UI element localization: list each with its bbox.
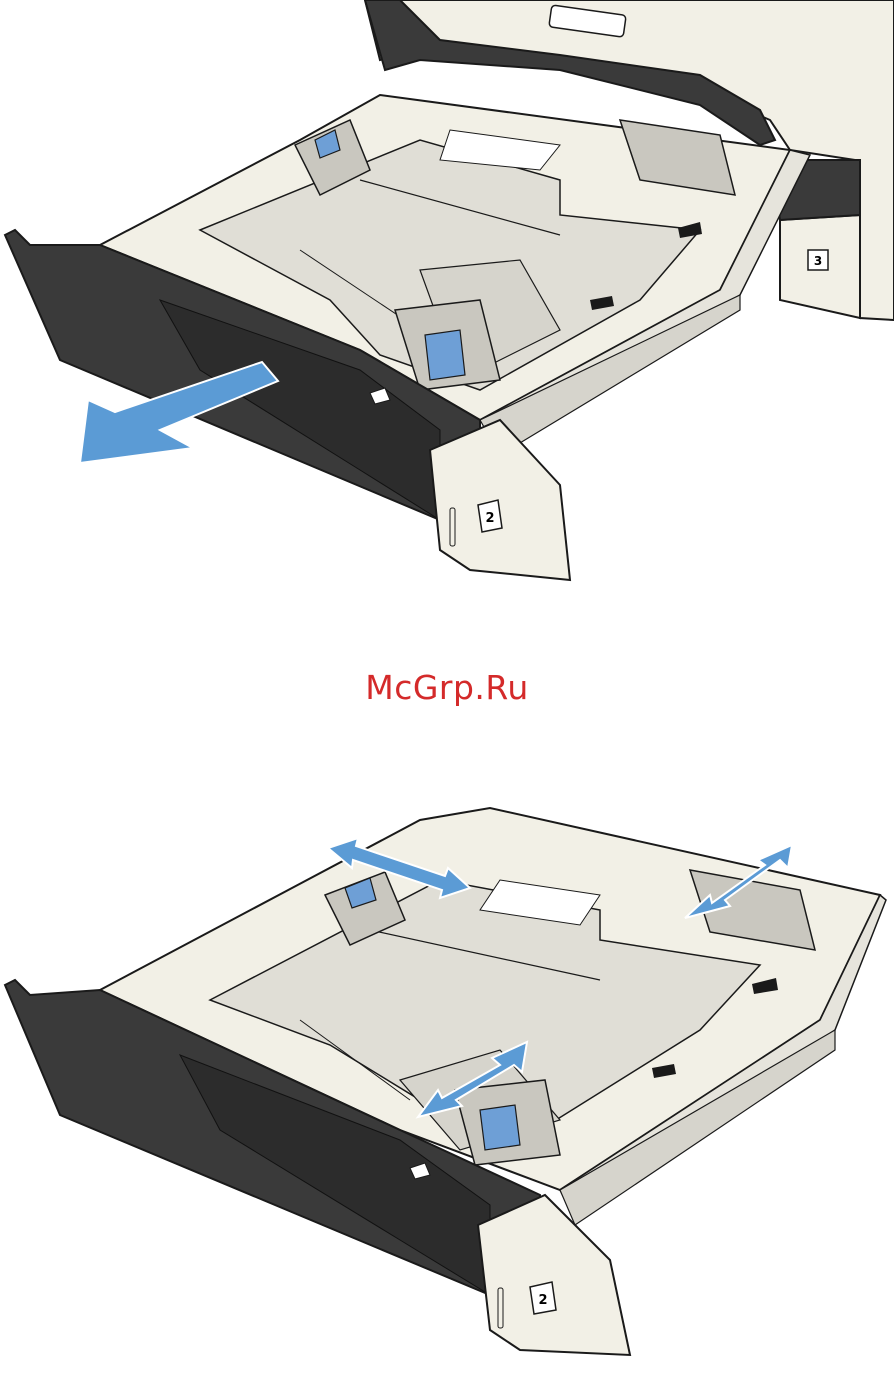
tray-adjust-guides-illustration: 2 <box>0 800 894 1374</box>
tray3-label: 3 <box>814 254 822 268</box>
watermark-text: McGrp.Ru <box>0 668 894 707</box>
tray2-label: 2 <box>538 1293 547 1308</box>
tray-pull-out-illustration: 3 <box>0 0 894 600</box>
tray-pull-out-drawing: 3 <box>0 0 894 600</box>
tray2-label: 2 <box>485 511 494 526</box>
tray-adjust-guides-drawing: 2 <box>0 800 894 1374</box>
